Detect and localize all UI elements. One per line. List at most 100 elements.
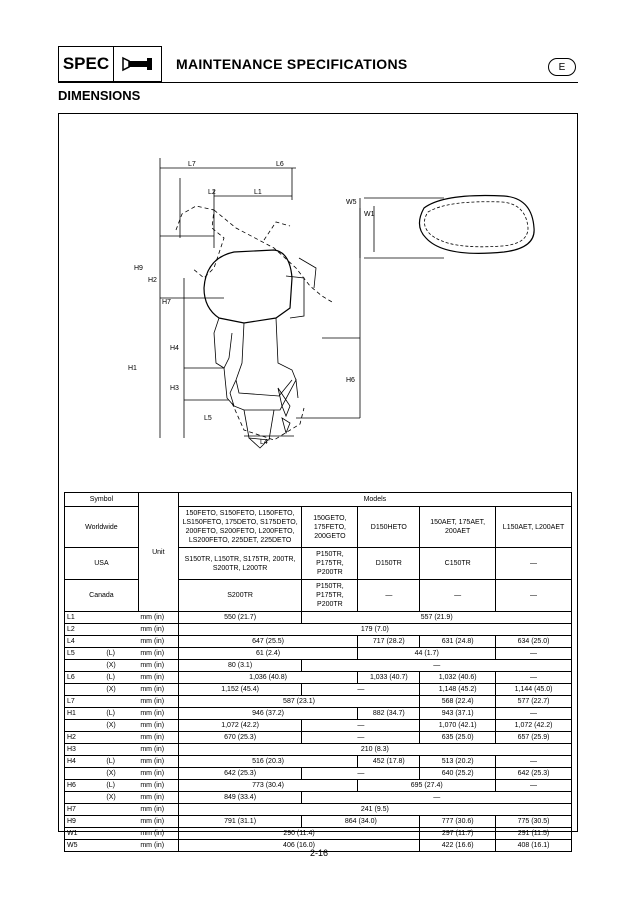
- value-cell: 557 (21.9): [301, 611, 572, 624]
- symbol-cell: H3: [64, 743, 105, 756]
- value-cell: —: [495, 671, 572, 684]
- model-cell: C150TR: [419, 547, 497, 580]
- table-row: H1(L)mm (in)946 (37.2)882 (34.7)943 (37.…: [64, 707, 572, 720]
- value-cell: —: [495, 647, 572, 660]
- condition-cell: [104, 731, 139, 744]
- value-cell: 647 (25.5): [177, 635, 359, 648]
- symbol-cell: L1: [64, 611, 105, 624]
- value-cell: 631 (24.8): [419, 635, 497, 648]
- condition-cell: (X): [104, 659, 139, 672]
- unit-cell: mm (in): [138, 695, 179, 708]
- condition-cell: (L): [104, 755, 139, 768]
- condition-cell: (L): [104, 671, 139, 684]
- model-cell: S200TR: [177, 579, 303, 612]
- label-L2: L2: [208, 189, 216, 196]
- unit-cell: mm (in): [138, 635, 179, 648]
- value-cell: 640 (25.2): [419, 767, 497, 780]
- model-cell: S150TR, L150TR, S175TR, 200TR, S200TR, L…: [177, 547, 303, 580]
- model-cell: —: [495, 547, 572, 580]
- condition-cell: (X): [104, 683, 139, 696]
- symbol-cell: L2: [64, 623, 105, 636]
- symbol-cell: L6: [64, 671, 105, 684]
- condition-cell: [104, 743, 139, 756]
- value-cell: —: [301, 659, 572, 672]
- page-number: 2-16: [309, 848, 328, 858]
- symbol-cell: [64, 791, 105, 804]
- table-row: (X)mm (in)1,152 (45.4)—1,148 (45.2)1,144…: [64, 683, 572, 696]
- unit-cell: mm (in): [138, 755, 179, 768]
- unit-header: Unit: [137, 492, 179, 612]
- symbol-cell: [64, 659, 105, 672]
- symbol-cell: [64, 683, 105, 696]
- model-cell: P150TR, P175TR, P200TR: [301, 547, 359, 580]
- table-row: (X)mm (in)642 (25.3)—640 (25.2)642 (25.3…: [64, 767, 572, 780]
- value-cell: 516 (20.3): [177, 755, 359, 768]
- usa-label: USA: [64, 547, 139, 580]
- value-cell: 406 (16.0): [177, 839, 421, 852]
- header-rule: [58, 82, 578, 83]
- condition-cell: [104, 815, 139, 828]
- unit-cell: mm (in): [138, 731, 179, 744]
- value-cell: —: [301, 719, 421, 732]
- label-H7: H7: [162, 299, 171, 306]
- label-H4: H4: [170, 345, 179, 352]
- model-cell: 150GETO, 175FETO, 200GETO: [301, 506, 359, 548]
- models-header: Models: [177, 492, 573, 507]
- value-cell: 695 (27.4): [357, 779, 497, 792]
- value-cell: 775 (30.5): [495, 815, 572, 828]
- symbol-cell: H9: [64, 815, 105, 828]
- value-cell: 587 (23.1): [177, 695, 421, 708]
- canada-label: Canada: [64, 579, 139, 612]
- value-cell: 513 (20.2): [419, 755, 497, 768]
- value-cell: 1,148 (45.2): [419, 683, 497, 696]
- label-L7: L7: [188, 161, 196, 168]
- value-cell: 568 (22.4): [419, 695, 497, 708]
- label-W1: W1: [364, 211, 375, 218]
- unit-cell: mm (in): [138, 683, 179, 696]
- value-cell: 1,072 (42.2): [177, 719, 303, 732]
- table-row: L5(L)mm (in)61 (2.4)44 (1.7)—: [64, 647, 572, 660]
- table-row: (X)mm (in)1,072 (42.2)—1,070 (42.1)1,072…: [64, 719, 572, 732]
- model-cell: D150TR: [357, 547, 421, 580]
- label-W5: W5: [346, 199, 357, 206]
- unit-cell: mm (in): [138, 611, 179, 624]
- page-header: SPEC MAINTENANCE SPECIFICATIONS E: [58, 46, 578, 84]
- value-cell: 1,072 (42.2): [495, 719, 572, 732]
- symbol-header: Symbol: [64, 492, 139, 507]
- condition-cell: [104, 803, 139, 816]
- value-cell: 642 (25.3): [177, 767, 303, 780]
- label-L4: L4: [260, 439, 268, 446]
- model-cell: D150HETO: [357, 506, 421, 548]
- label-L1: L1: [254, 189, 262, 196]
- value-cell: 1,152 (45.4): [177, 683, 303, 696]
- value-cell: 408 (16.1): [495, 839, 572, 852]
- symbol-cell: H6: [64, 779, 105, 792]
- value-cell: 1,032 (40.6): [419, 671, 497, 684]
- label-H9: H9: [134, 265, 143, 272]
- unit-cell: mm (in): [138, 779, 179, 792]
- value-cell: 291 (11.5): [495, 827, 572, 840]
- value-cell: 179 (7.0): [177, 623, 573, 636]
- label-H3: H3: [170, 385, 179, 392]
- symbol-cell: H7: [64, 803, 105, 816]
- value-cell: —: [301, 791, 572, 804]
- value-cell: —: [495, 779, 572, 792]
- value-cell: 635 (25.0): [419, 731, 497, 744]
- language-badge: E: [548, 58, 576, 76]
- unit-cell: mm (in): [138, 659, 179, 672]
- value-cell: —: [301, 683, 421, 696]
- value-cell: 44 (1.7): [357, 647, 497, 660]
- unit-cell: mm (in): [138, 767, 179, 780]
- value-cell: 80 (3.1): [177, 659, 303, 672]
- model-cell: L150AET, L200AET: [495, 506, 572, 548]
- condition-cell: [104, 827, 139, 840]
- condition-cell: (L): [104, 779, 139, 792]
- table-row: L6(L)mm (in)1,036 (40.8)1,033 (40.7)1,03…: [64, 671, 572, 684]
- label-H1: H1: [128, 365, 137, 372]
